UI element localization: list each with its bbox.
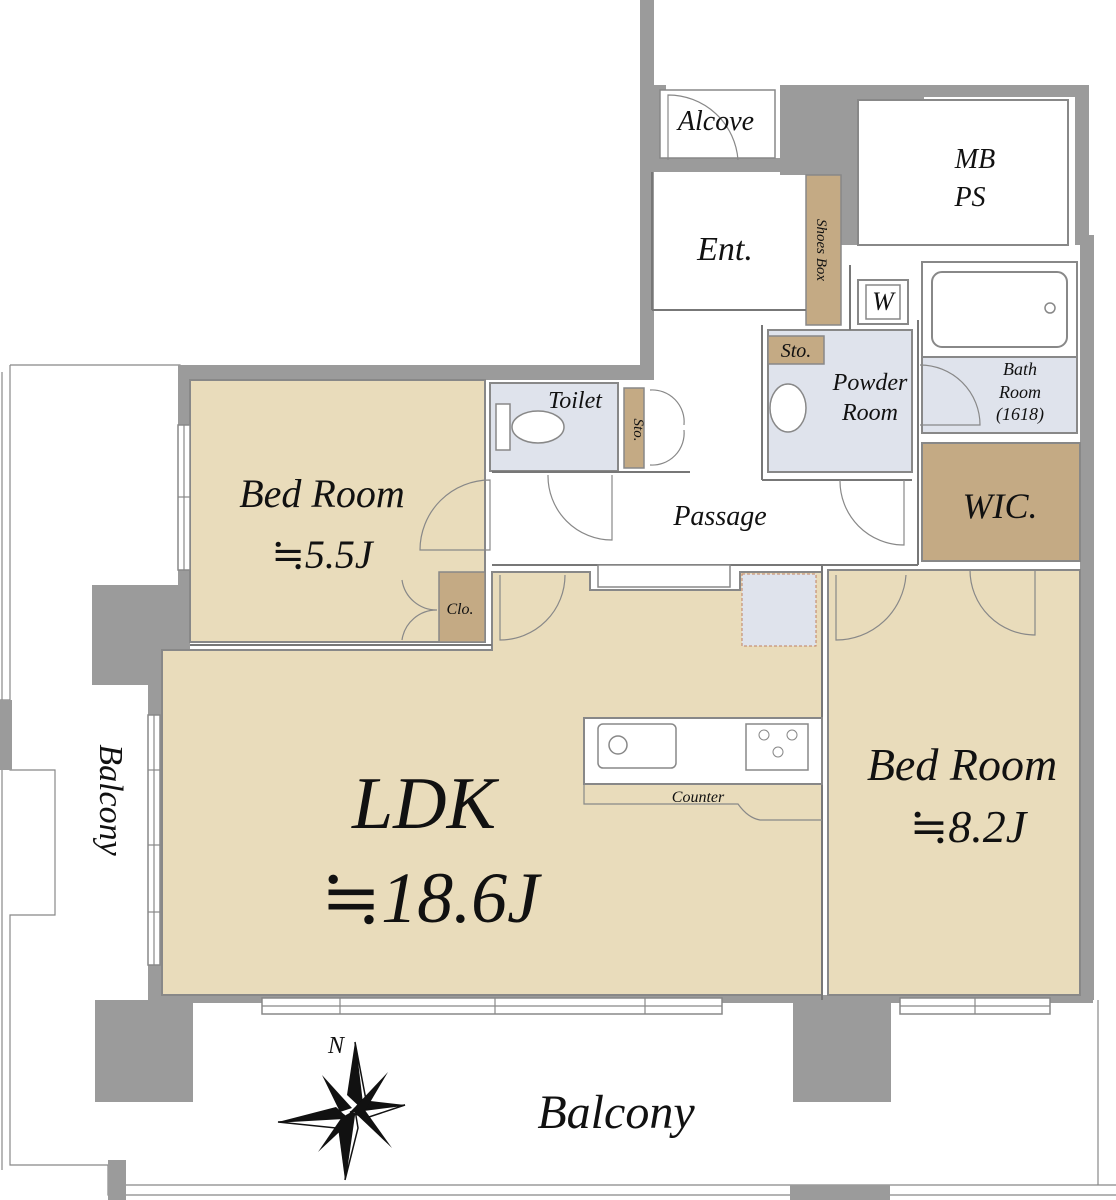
bath-label-2: Room — [998, 382, 1041, 402]
bath-size-label: (1618) — [996, 404, 1044, 425]
ps-label: PS — [953, 182, 985, 213]
ldk-name: LDK — [351, 763, 500, 845]
powder-label-2: Room — [841, 400, 898, 426]
sto-powder — [767, 335, 825, 365]
closet-label: Clo. — [446, 601, 473, 618]
ldk-size: ≒18.6J — [321, 858, 542, 938]
sto-toilet — [623, 387, 645, 469]
kitchen-counter — [583, 717, 823, 821]
bedroom2-name: Bed Room — [867, 739, 1057, 790]
mb-label: MB — [954, 144, 995, 175]
doors — [401, 94, 1036, 641]
bath-label-1: Bath — [1003, 359, 1037, 379]
powder-label-1: Powder — [832, 370, 908, 396]
balcony-south-outline — [107, 1000, 1116, 1200]
bath-area — [921, 354, 1078, 434]
balcony-west-label: Balcony — [92, 744, 129, 856]
shoes-box — [805, 174, 842, 326]
toilet-fixture — [495, 383, 807, 451]
bedroom1-name: Bed Room — [239, 471, 405, 516]
bedroom2-size: ≒8.2J — [910, 801, 1029, 852]
bedroom2-area — [827, 569, 1081, 996]
compass-icon: N — [277, 1033, 406, 1181]
closet — [438, 571, 486, 643]
balcony-west-outline — [0, 364, 181, 1170]
sto-powder-label: Sto. — [781, 340, 812, 362]
ldk-area — [161, 571, 823, 996]
column-southeast — [793, 1000, 891, 1102]
shoes-box-label: Shoes Box — [813, 219, 829, 281]
washer-label: W — [872, 287, 896, 316]
room-fills — [161, 89, 1081, 996]
counter-label: Counter — [672, 789, 725, 806]
windows — [147, 424, 1051, 1015]
balcony-south-label: Balcony — [537, 1086, 695, 1139]
wic-label: WIC. — [963, 486, 1038, 526]
passage-label: Passage — [672, 501, 766, 532]
sto-toilet-label: Sto. — [630, 419, 646, 442]
north-label: N — [327, 1033, 346, 1059]
column-southwest — [95, 1000, 193, 1102]
toilet-label: Toilet — [548, 388, 603, 414]
bedroom1-area — [189, 379, 486, 643]
alcove-label: Alcove — [676, 106, 754, 137]
bedroom1-size: ≒5.5J — [271, 532, 375, 577]
entrance-label: Ent. — [696, 231, 753, 268]
wic-area — [921, 442, 1081, 562]
